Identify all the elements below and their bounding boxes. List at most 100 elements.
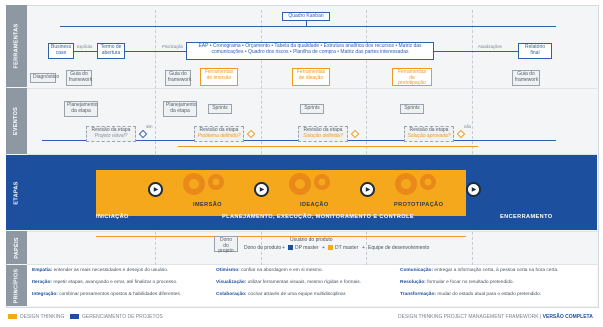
diagnostico-label: Diagnóstico: [33, 74, 60, 80]
ferramentas-ideacao-label: Ferramentas de ideação: [296, 69, 326, 81]
role-separator: +: [282, 245, 285, 251]
legend-swatch-orange: [8, 314, 17, 320]
principle-term: Empatia:: [32, 268, 53, 273]
planejamento-etapa-box: Planejamento da etapa: [64, 101, 98, 117]
lane-label: ETAPAS: [13, 180, 20, 205]
stage-divider: [366, 10, 367, 265]
dp-master-marker: [288, 245, 293, 250]
kanban-connector: [60, 26, 556, 27]
principle-desc: entender as reais necessidades e desejos…: [53, 268, 169, 273]
versao-label: VERSÃO COMPLETA: [542, 314, 593, 320]
ferramentas-imersao-label: Ferramentas de imersão: [204, 69, 234, 81]
principles-panel: [27, 265, 597, 306]
revisao-question: Solução definida?: [303, 132, 343, 139]
sprints-box: Sprints: [400, 104, 424, 114]
dono-projeto-label: Dono do projeto: [218, 237, 234, 255]
principle-desc: entregar a informação certa, à pessoa ce…: [434, 268, 559, 273]
diagnostico-box: Diagnóstico: [30, 73, 60, 83]
planejamento-etapa-label: Planejamento da etapa: [67, 102, 98, 114]
revisao-etapa-label: Revisão da etapa: [409, 127, 449, 133]
sprints-box: Sprints: [300, 104, 324, 114]
revisao-etapa-box: Revisão da etapa Solução aprovada?: [404, 126, 454, 142]
lane-label: PAPÉIS: [13, 236, 20, 259]
arrow-connector: [125, 51, 186, 52]
framework-title: DESIGN THINKING PROJECT MANAGEMENT FRAME…: [398, 314, 593, 320]
principle-item: Iteração: repetir etapas, avançando e er…: [32, 280, 177, 286]
termo-abertura-label: Termo de abertura: [100, 44, 122, 56]
quadro-kanban-label: Quadro Kanban: [288, 13, 324, 19]
atualizacoes-label: Atualizações: [478, 44, 502, 49]
user-bracket-line: [96, 236, 466, 237]
role-dono-produto: Dono do produto: [244, 245, 282, 251]
stage-imersao: IMERSÃO: [193, 202, 222, 208]
principle-item: Resolução: formular e focar no resultado…: [400, 280, 514, 286]
arrow-connector: [74, 51, 97, 52]
dono-projeto-box: Dono do projeto: [214, 236, 238, 255]
gears-ideacao-icon: [289, 173, 330, 195]
guia-framework-label: Guia do framework: [515, 71, 539, 83]
stage-divider: [261, 10, 262, 265]
lane-etapas: ETAPAS: [6, 155, 27, 230]
gears-prototipacao-icon: [395, 173, 436, 195]
revisao-etapa-box: Revisão da etapa Solução definida?: [298, 126, 348, 142]
row-divider: [27, 88, 597, 89]
legend-swatch-blue: [70, 314, 79, 320]
dt-master-marker: [328, 245, 333, 250]
arrow-connector: [434, 51, 518, 52]
guia-framework-label: Guia do framework: [168, 71, 192, 83]
principle-item: Transformação: mudar do estado atual par…: [400, 292, 541, 298]
planejamento-etapa-label: Planejamento da etapa: [166, 102, 197, 114]
row-divider: [27, 264, 597, 265]
principle-item: Otimismo: confiar na abordagem e em si m…: [216, 268, 323, 274]
role-equipe: Equipe de desenvolvimento: [368, 245, 430, 251]
business-case-label: Business case: [51, 44, 72, 56]
principle-term: Otimismo:: [216, 268, 240, 273]
lane-label: EVENTOS: [13, 106, 20, 136]
guia-framework-label: Guia do framework: [69, 71, 93, 83]
ferramentas-prototipacao-label: Ferramentas de prototipação: [397, 69, 427, 87]
principle-desc: cocriar através de uma equipe multidisci…: [248, 292, 347, 297]
principle-term: Comunicação:: [400, 268, 434, 273]
principle-term: Colaboração:: [216, 292, 247, 297]
principle-term: Visualização:: [216, 280, 247, 285]
stage-ideacao: IDEAÇÃO: [300, 202, 329, 208]
legend-label: GERENCIAMENTO DE PROJETOS: [82, 314, 163, 320]
role-separator: +: [362, 245, 365, 251]
principle-desc: repetir etapas, avançando e errar, até f…: [53, 280, 178, 285]
principle-term: Transformação:: [400, 292, 436, 297]
termo-abertura-box: Termo de abertura: [97, 43, 125, 59]
sprints-label: Sprints: [212, 105, 228, 111]
role-dt-master: DT master: [335, 245, 359, 251]
principle-item: Comunicação: entregar a informação certa…: [400, 268, 558, 274]
legend-projetos: GERENCIAMENTO DE PROJETOS: [70, 314, 163, 320]
artefatos-label: EAP • Cronograma • Orçamento • Tabela da…: [198, 43, 422, 55]
relatorio-final-label: Relatório final: [524, 44, 545, 56]
sprints-label: Sprints: [304, 105, 320, 111]
role-dp-master: DP master: [295, 245, 319, 251]
legend-label: DESIGN THINKING: [20, 314, 65, 320]
ferramentas-prototipacao-box: Ferramentas de prototipação: [392, 68, 432, 86]
lane-principios: PRINCÍPIOS: [6, 265, 27, 306]
sprints-box: Sprints: [208, 104, 232, 114]
stage-transition-play-icon: ▶: [360, 182, 375, 197]
sprints-label: Sprints: [404, 105, 420, 111]
revisao-etapa-box: Revisão da etapa Problema definido?: [194, 126, 244, 142]
ferramentas-ideacao-box: Ferramentas de ideação: [292, 68, 330, 86]
stage-iniciacao: INICIAÇÃO: [96, 214, 129, 220]
principle-item: Visualização: utilizar ferramentas visua…: [216, 280, 361, 286]
principle-desc: formular e focar no resultado pretendido…: [427, 280, 514, 285]
principle-desc: utilizar ferramentas visuais, mesmo rígi…: [247, 280, 361, 285]
principle-term: Iteração:: [32, 280, 52, 285]
guia-framework-box: Guia do framework: [165, 70, 191, 86]
decision-sim-label: sim: [146, 124, 153, 129]
explicit-label: explícito: [77, 44, 93, 49]
quadro-kanban-box: Quadro Kanban: [282, 12, 330, 21]
guia-framework-box: Guia do framework: [66, 70, 92, 86]
stage-transition-play-icon: ▶: [254, 182, 269, 197]
ferramentas-imersao-box: Ferramentas de imersão: [200, 68, 238, 86]
priorizacao-label: Priorização: [162, 44, 183, 49]
lane-ferramentas: FERRAMENTAS: [6, 5, 27, 87]
stage-encerramento: ENCERRAMENTO: [500, 214, 553, 220]
principle-item: Empatia: entender as reais necessidades …: [32, 268, 168, 274]
row-divider: [27, 231, 597, 232]
